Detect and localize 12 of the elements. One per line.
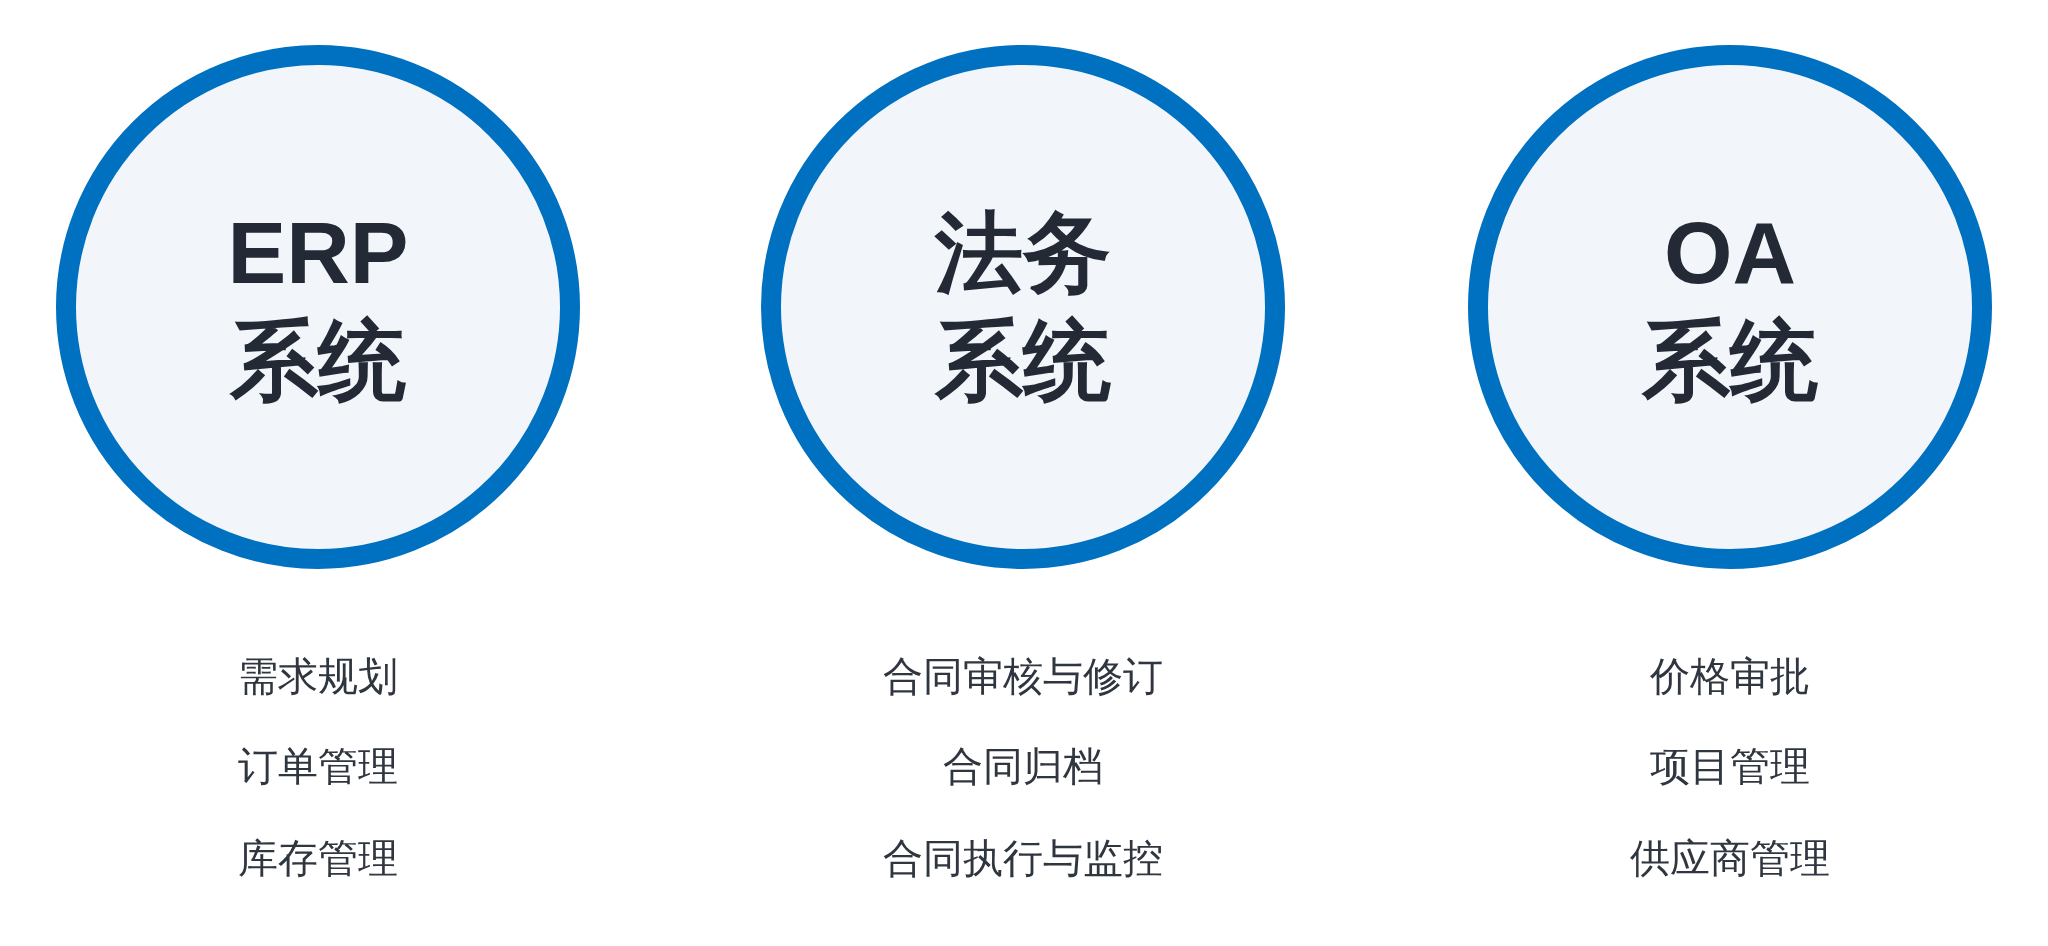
- node-title: 法务系统: [933, 202, 1112, 412]
- node-title: OA系统: [1640, 202, 1819, 412]
- feature-text: 合同归档: [943, 743, 1103, 790]
- node-title: ERP系统: [226, 202, 410, 412]
- feature-text: 价格审批: [1650, 653, 1810, 700]
- feature-text: 需求规划: [238, 653, 398, 700]
- feature-text: 合同执行与监控: [883, 835, 1163, 882]
- feature-text: 供应商管理: [1630, 835, 1830, 882]
- feature-text: 库存管理: [238, 835, 398, 882]
- feature-text: 合同审核与修订: [883, 653, 1163, 700]
- feature-text: 项目管理: [1650, 743, 1810, 790]
- feature-text: 订单管理: [238, 743, 398, 790]
